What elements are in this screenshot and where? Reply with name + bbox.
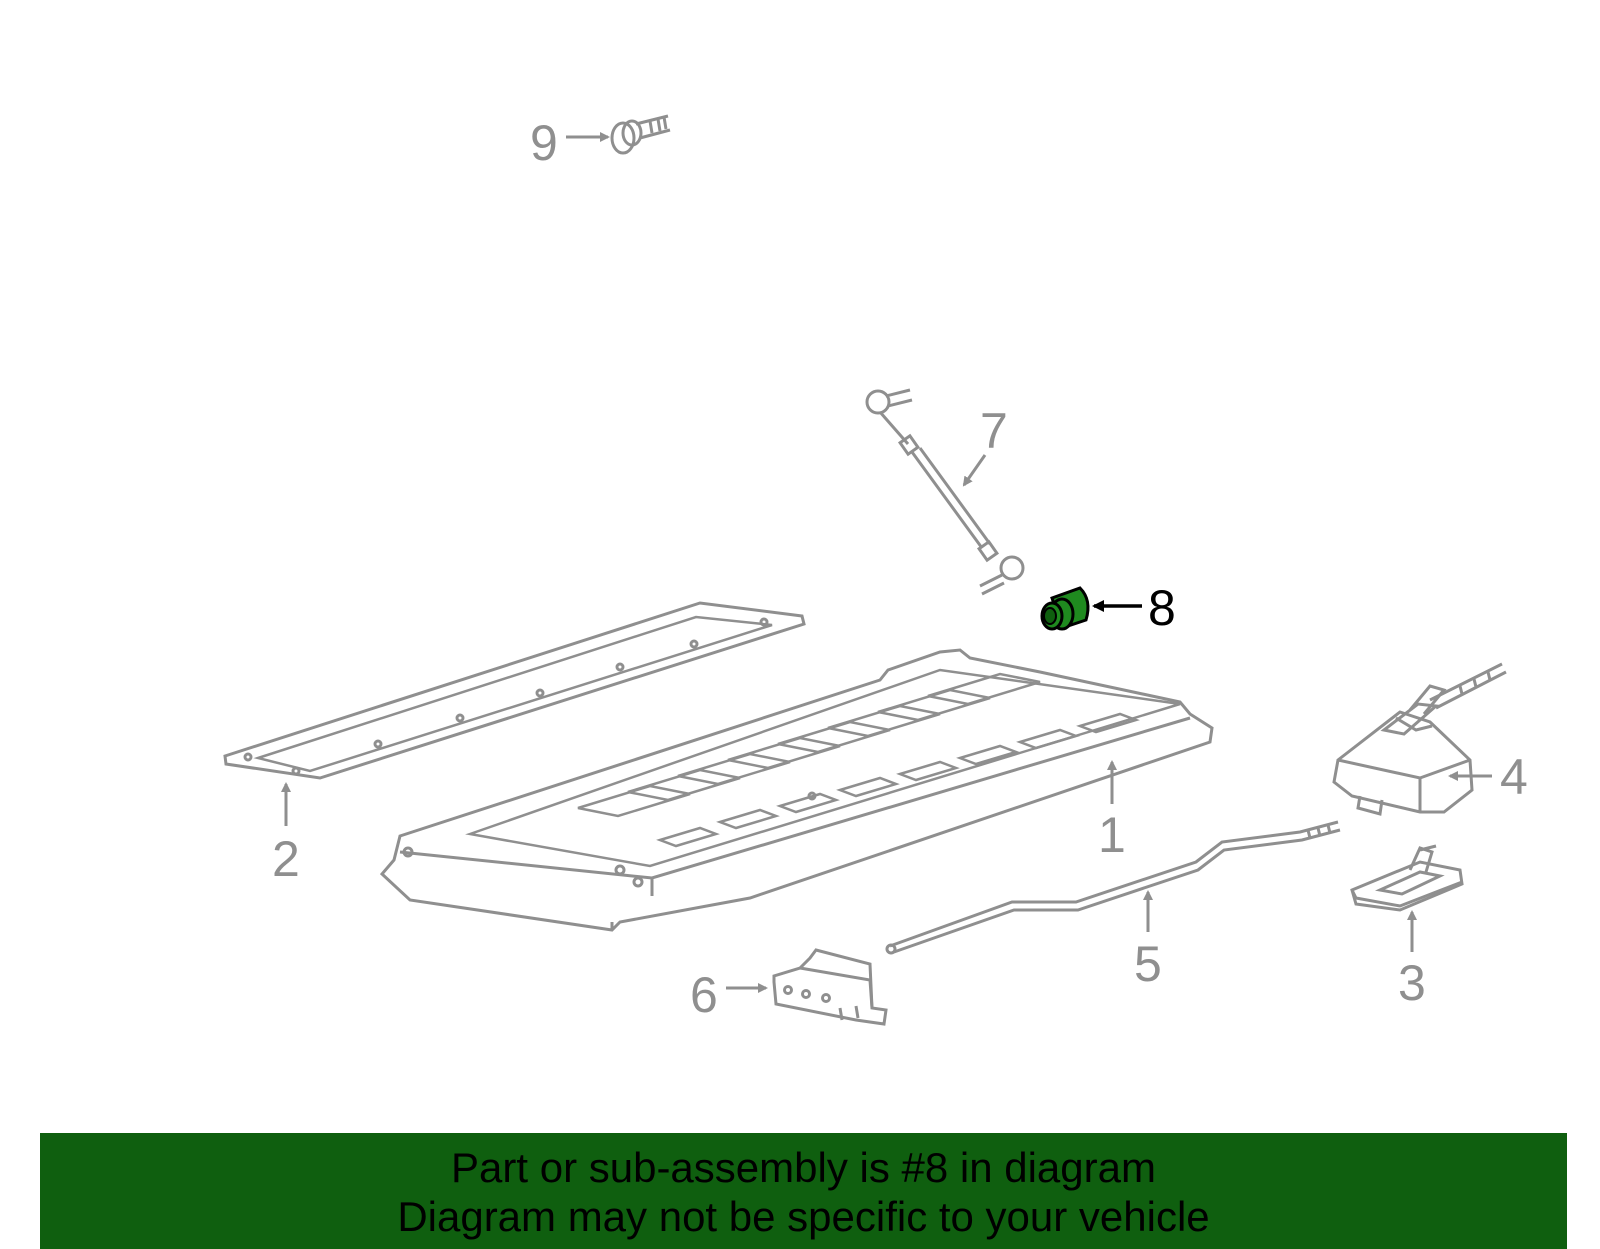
svg-text:4: 4 bbox=[1500, 749, 1528, 805]
notice-line-1: Part or sub-assembly is #8 in diagram bbox=[451, 1144, 1156, 1191]
callout-9: 9 bbox=[530, 115, 610, 171]
callout-8: 8 bbox=[1092, 580, 1176, 636]
svg-text:3: 3 bbox=[1398, 955, 1426, 1011]
svg-text:9: 9 bbox=[530, 115, 558, 171]
notice-banner: Part or sub-assembly is #8 in diagram Di… bbox=[40, 1133, 1567, 1249]
svg-text:6: 6 bbox=[690, 967, 718, 1023]
svg-text:5: 5 bbox=[1134, 936, 1162, 992]
notice-line-2: Diagram may not be specific to your vehi… bbox=[397, 1193, 1210, 1240]
callout-6: 6 bbox=[690, 967, 768, 1023]
part-8-bushing[interactable] bbox=[1040, 586, 1090, 631]
part-7-support-cable[interactable] bbox=[865, 388, 1025, 596]
part-9-bolt[interactable] bbox=[610, 114, 671, 155]
callout-2: 2 bbox=[272, 782, 300, 887]
part-3-latch-base[interactable] bbox=[1350, 844, 1464, 912]
callout-4: 4 bbox=[1448, 749, 1528, 805]
part-1-tailgate-panel[interactable] bbox=[0, 648, 1214, 932]
part-5-latch-rod[interactable] bbox=[885, 820, 1341, 955]
svg-text:7: 7 bbox=[980, 403, 1008, 459]
part-2-trim-panel[interactable] bbox=[223, 601, 806, 780]
parts-diagram: 9 7 8 2 bbox=[0, 114, 1528, 1026]
callout-1: 1 bbox=[1098, 760, 1126, 863]
svg-text:8: 8 bbox=[1148, 580, 1176, 636]
callout-5: 5 bbox=[1134, 890, 1162, 992]
callout-7: 7 bbox=[962, 403, 1008, 487]
svg-text:2: 2 bbox=[272, 831, 300, 887]
svg-text:1: 1 bbox=[1098, 807, 1126, 863]
part-6-bracket[interactable] bbox=[772, 948, 888, 1026]
callout-3: 3 bbox=[1398, 910, 1426, 1011]
part-4-latch-assembly[interactable] bbox=[1332, 662, 1507, 816]
